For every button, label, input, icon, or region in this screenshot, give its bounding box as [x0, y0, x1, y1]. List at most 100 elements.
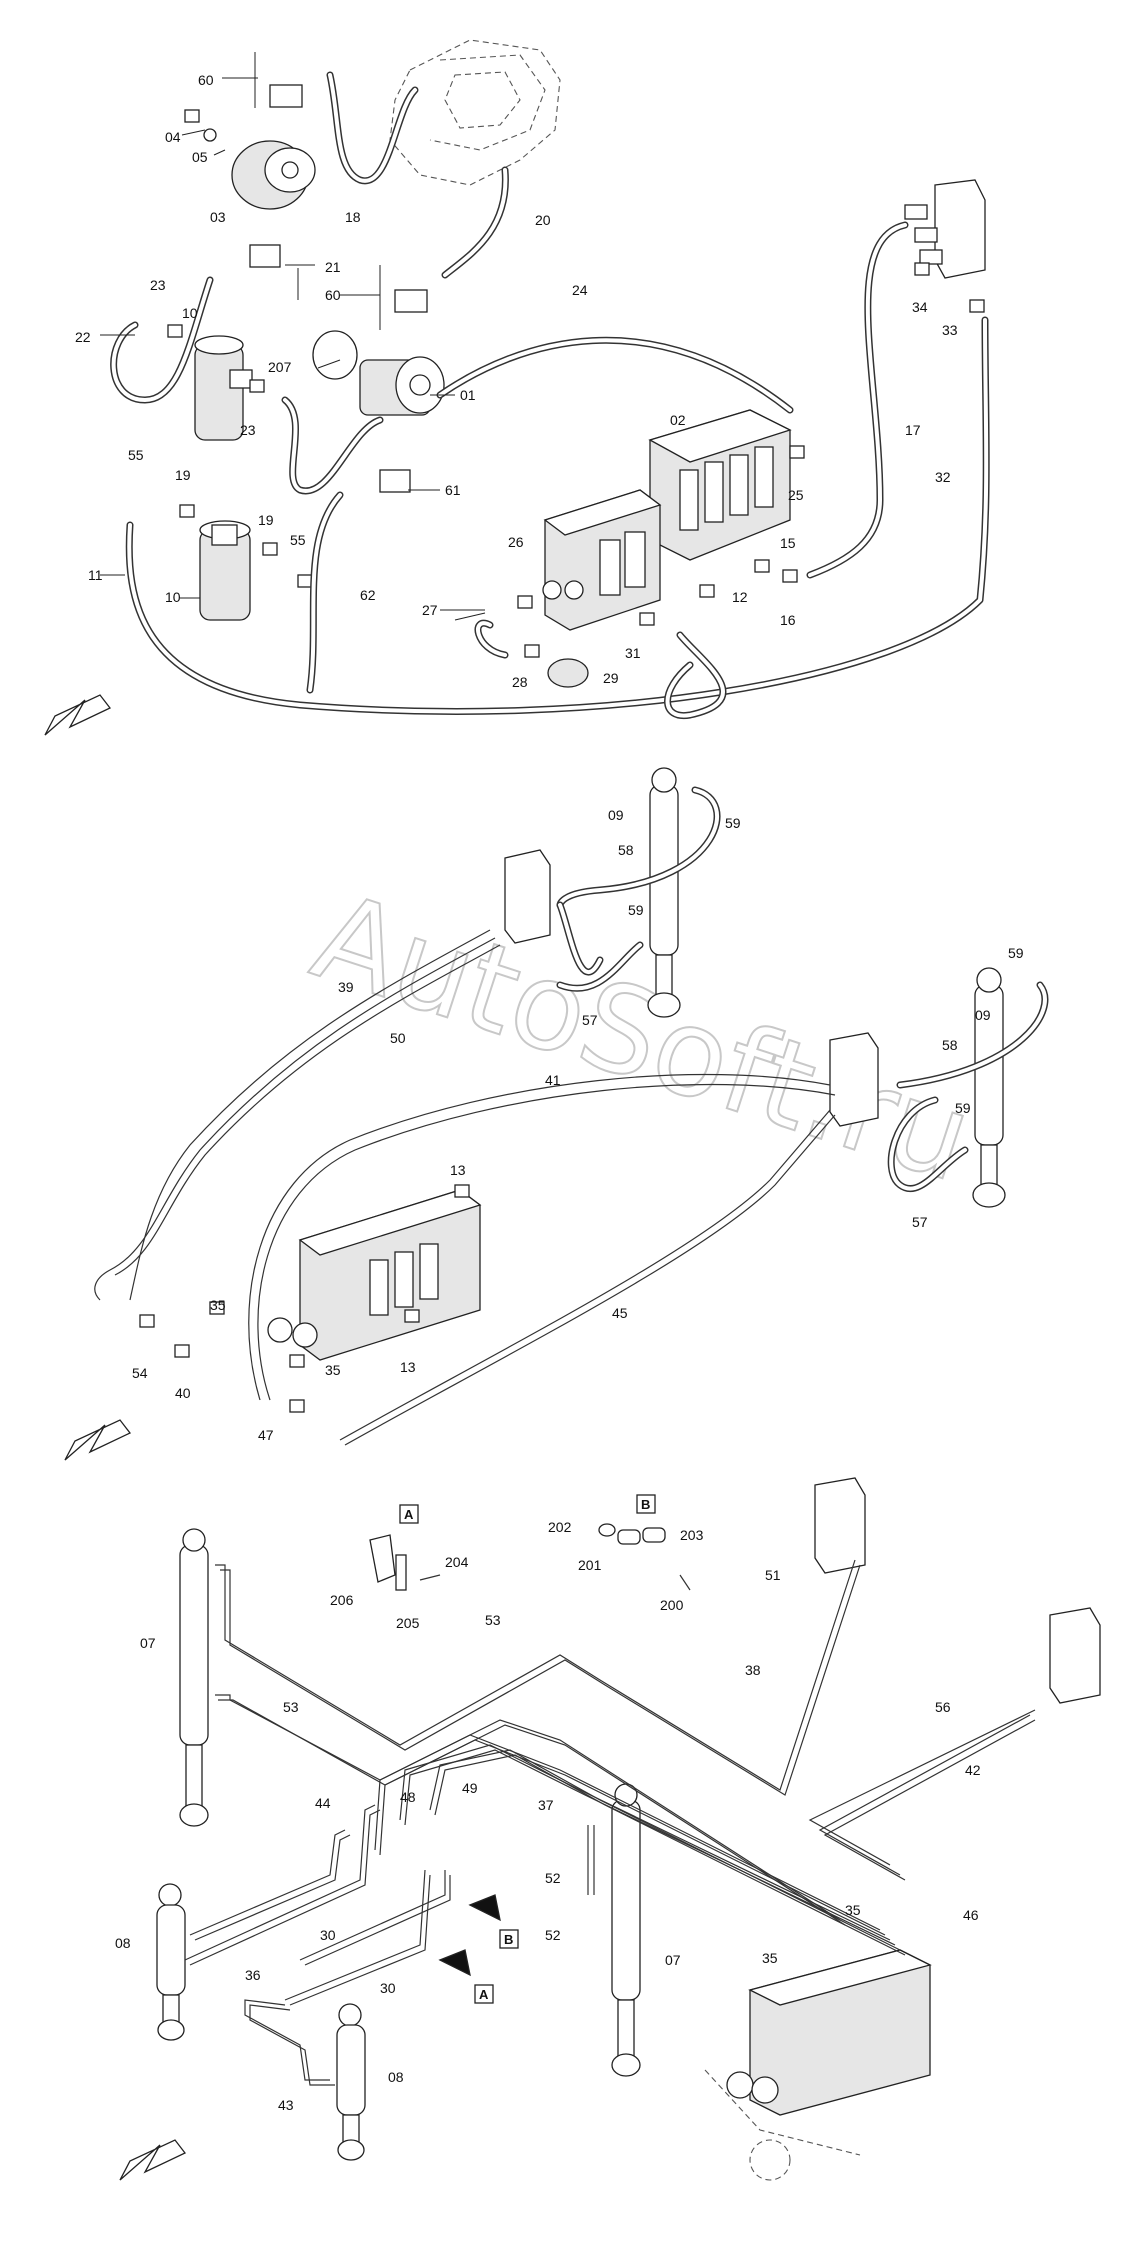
labels-middle: 09 59 58 59 39 57 50 09 41 58 59 13 57 4… — [132, 807, 1024, 1443]
label-20: 20 — [535, 212, 551, 228]
labels-bottom: A B 202 203 206 204 201 205 200 07 53 51… — [115, 1497, 981, 2113]
adapter-61 — [379, 469, 411, 493]
o-ring-207 — [312, 330, 358, 380]
marker-a — [438, 1949, 471, 1977]
label-19: 19 — [175, 467, 191, 483]
label-202: 202 — [548, 1519, 572, 1535]
hoses-top — [110, 71, 990, 719]
cylinder-09-upper — [647, 767, 681, 1018]
label-16: 16 — [780, 612, 796, 628]
label-204: 204 — [445, 1554, 469, 1570]
label-27: 27 — [422, 602, 438, 618]
label-34: 34 — [912, 299, 928, 315]
label-60b: 60 — [325, 287, 341, 303]
label-49: 49 — [462, 1780, 478, 1796]
control-valve-26 — [542, 489, 662, 631]
label-61: 61 — [445, 482, 461, 498]
label-40: 40 — [175, 1385, 191, 1401]
label-47: 47 — [258, 1427, 274, 1443]
cylinder-07-left — [179, 1528, 209, 1827]
label-59d: 59 — [1008, 945, 1024, 961]
label-07b: 07 — [665, 1952, 681, 1968]
label-206: 206 — [330, 1592, 354, 1608]
cylinder-07-right — [611, 1783, 641, 2077]
label-08b: 08 — [388, 2069, 404, 2085]
label-205: 205 — [396, 1615, 420, 1631]
label-60: 60 — [198, 72, 214, 88]
pipe-bundles-bottom — [184, 1559, 1036, 2086]
label-203: 203 — [680, 1527, 704, 1543]
label-10: 10 — [182, 305, 198, 321]
label-21: 21 — [325, 259, 341, 275]
label-09: 09 — [608, 807, 624, 823]
labels-top: 60 04 05 03 18 20 21 60 24 23 10 22 207 … — [75, 72, 958, 690]
label-42: 42 — [965, 1762, 981, 1778]
label-07: 07 — [140, 1635, 156, 1651]
label-18: 18 — [345, 209, 361, 225]
label-box-b: B — [641, 1497, 650, 1512]
label-box-a: A — [404, 1507, 414, 1522]
label-05: 05 — [192, 149, 208, 165]
label-51: 51 — [765, 1567, 781, 1583]
label-19b: 19 — [258, 512, 274, 528]
label-46: 46 — [963, 1907, 979, 1923]
label-59: 59 — [725, 815, 741, 831]
adapter-60-mid — [394, 289, 428, 313]
label-15: 15 — [780, 535, 796, 551]
label-03: 03 — [210, 209, 226, 225]
cylinder-08-left — [156, 1883, 186, 2041]
direction-arrow-middle — [64, 1419, 132, 1461]
section-middle-diagram — [64, 767, 1049, 1461]
label-57b: 57 — [912, 1214, 928, 1230]
label-201: 201 — [578, 1557, 602, 1573]
label-43: 43 — [278, 2097, 294, 2113]
label-58b: 58 — [942, 1037, 958, 1053]
valve-bracket-bottom-lower — [1049, 1607, 1101, 1704]
label-22: 22 — [75, 329, 91, 345]
valve-bracket-right — [904, 179, 986, 279]
label-48: 48 — [400, 1789, 416, 1805]
label-37: 37 — [538, 1797, 554, 1813]
label-35b: 35 — [325, 1362, 341, 1378]
label-59c: 59 — [955, 1100, 971, 1116]
adapter-21 — [249, 244, 281, 268]
label-10b: 10 — [165, 589, 181, 605]
label-41: 41 — [545, 1072, 561, 1088]
label-207: 207 — [268, 359, 292, 375]
box-b-bottom — [499, 1929, 519, 1949]
label-59b: 59 — [628, 902, 644, 918]
cylinder-08-right — [336, 2003, 366, 2161]
filter-10-bottom — [199, 520, 251, 621]
label-57: 57 — [582, 1012, 598, 1028]
label-30: 30 — [320, 1927, 336, 1943]
label-35: 35 — [210, 1297, 226, 1313]
clamp-a-parts — [369, 1534, 441, 1591]
label-31: 31 — [625, 645, 641, 661]
pump-03 — [231, 140, 316, 210]
label-52: 52 — [545, 1870, 561, 1886]
label-08: 08 — [115, 1935, 131, 1951]
label-01: 01 — [460, 387, 476, 403]
label-24: 24 — [572, 282, 588, 298]
label-25: 25 — [788, 487, 804, 503]
marker-b — [468, 1894, 501, 1922]
cylinder-09-lower — [972, 967, 1006, 1208]
label-50: 50 — [390, 1030, 406, 1046]
engine-outline — [389, 39, 561, 186]
label-23b: 23 — [240, 422, 256, 438]
label-35d: 35 — [762, 1950, 778, 1966]
control-valve-bottom — [704, 1949, 932, 2181]
label-28: 28 — [512, 674, 528, 690]
label-32: 32 — [935, 469, 951, 485]
label-52b: 52 — [545, 1927, 561, 1943]
label-33: 33 — [942, 322, 958, 338]
pump-01 — [359, 356, 445, 416]
label-38: 38 — [745, 1662, 761, 1678]
section-bottom-diagram — [119, 1477, 1101, 2181]
label-box-a-bottom: A — [479, 1987, 489, 2002]
box-a-top — [399, 1504, 419, 1524]
label-36: 36 — [245, 1967, 261, 1983]
label-53b: 53 — [283, 1699, 299, 1715]
filter-10-top — [194, 335, 253, 441]
label-29: 29 — [603, 670, 619, 686]
